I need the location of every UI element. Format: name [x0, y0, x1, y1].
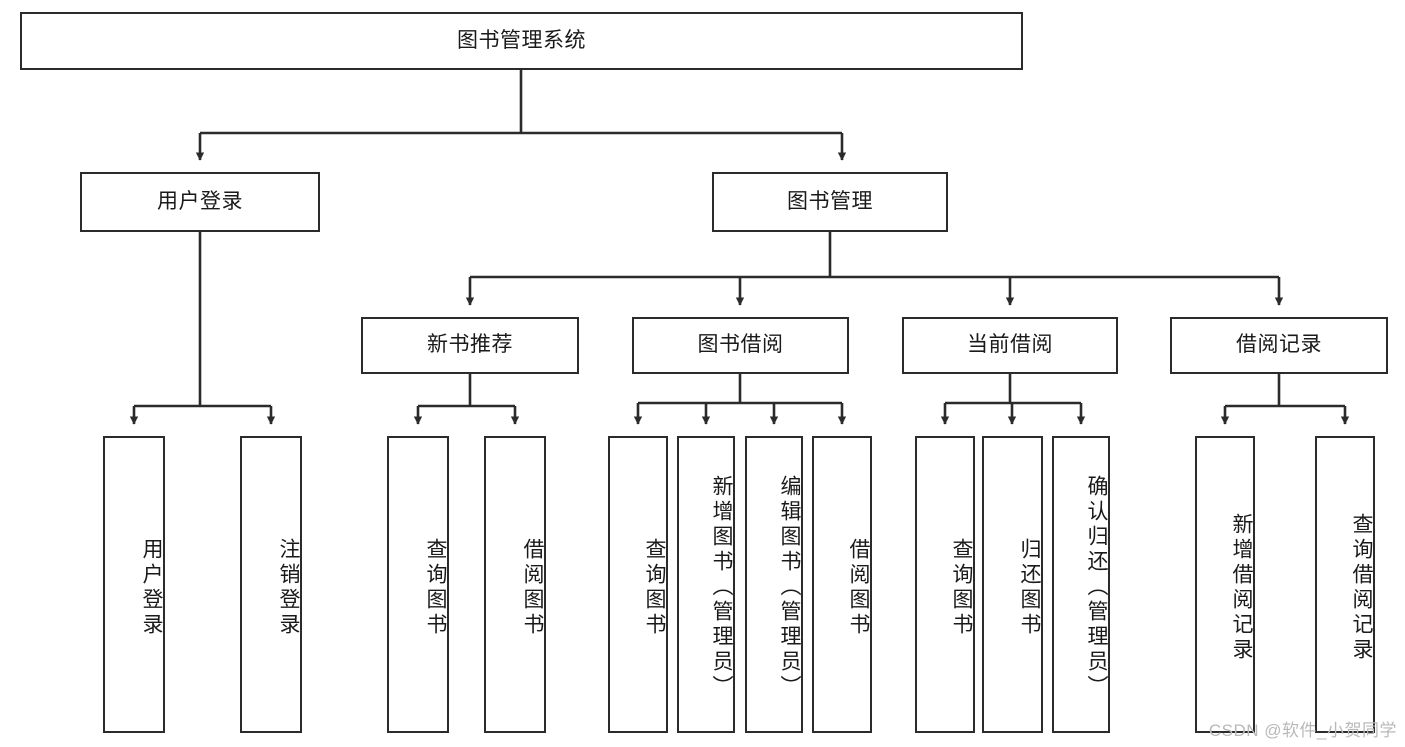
- node-book-borrowing[interactable]: 图书借阅: [632, 317, 849, 374]
- node-label: 归还图书: [1018, 537, 1041, 638]
- node-label: 用户登录: [157, 189, 243, 213]
- node-label: 新增图书（管理员）: [710, 475, 733, 700]
- edge-root-user-login: [200, 70, 842, 160]
- node-label: 查询图书: [950, 537, 973, 638]
- leaf-borrow-book-2[interactable]: 借阅图书: [812, 436, 872, 733]
- leaf-query-borrow-record[interactable]: 查询借阅记录: [1315, 436, 1375, 733]
- edge-newbook-leaf1: [418, 374, 515, 424]
- node-label: 查询借阅记录: [1350, 512, 1373, 663]
- leaf-confirm-return-admin[interactable]: 确认归还（管理员）: [1052, 436, 1110, 733]
- node-label: 查询图书: [424, 537, 447, 638]
- node-label: 借阅记录: [1236, 333, 1322, 357]
- edge-userlogin-leaf1: [134, 232, 271, 424]
- node-current-borrowing[interactable]: 当前借阅: [902, 317, 1118, 374]
- edge-currentborrow-leaf1: [945, 374, 1081, 424]
- node-user-login[interactable]: 用户登录: [80, 172, 320, 232]
- node-label: 图书管理系统: [457, 28, 586, 52]
- leaf-query-book-2[interactable]: 查询图书: [608, 436, 668, 733]
- leaf-user-login[interactable]: 用户登录: [103, 436, 165, 733]
- node-book-management[interactable]: 图书管理: [712, 172, 948, 232]
- node-label: 图书管理: [787, 189, 873, 213]
- leaf-return-book[interactable]: 归还图书: [982, 436, 1043, 733]
- leaf-edit-book-admin[interactable]: 编辑图书（管理员）: [745, 436, 803, 733]
- node-root-system[interactable]: 图书管理系统: [20, 12, 1023, 70]
- node-label: 借阅图书: [847, 537, 870, 638]
- node-label: 借阅图书: [521, 537, 544, 638]
- node-label: 新增借阅记录: [1230, 512, 1253, 663]
- edge-bookmanage-newbook: [470, 232, 1279, 305]
- leaf-add-borrow-record[interactable]: 新增借阅记录: [1195, 436, 1255, 733]
- edge-bookborrow-leaf1: [638, 374, 842, 424]
- leaf-query-book-3[interactable]: 查询图书: [915, 436, 975, 733]
- leaf-add-book-admin[interactable]: 新增图书（管理员）: [677, 436, 735, 733]
- node-label: 编辑图书（管理员）: [778, 475, 801, 700]
- watermark: CSDN @软件_小贺同学: [1208, 721, 1397, 740]
- node-label: 新书推荐: [427, 333, 513, 357]
- node-label: 图书借阅: [697, 333, 784, 357]
- node-label: 用户登录: [140, 537, 163, 638]
- leaf-borrow-book-1[interactable]: 借阅图书: [484, 436, 546, 733]
- leaf-query-book-1[interactable]: 查询图书: [387, 436, 449, 733]
- node-label: 查询图书: [643, 537, 666, 638]
- edge-borrowrecord-leaf1: [1225, 374, 1345, 424]
- node-borrowing-record[interactable]: 借阅记录: [1170, 317, 1388, 374]
- node-new-book-recommendation[interactable]: 新书推荐: [361, 317, 579, 374]
- node-label: 当前借阅: [967, 333, 1053, 357]
- node-label: 注销登录: [277, 537, 300, 638]
- leaf-logout[interactable]: 注销登录: [240, 436, 302, 733]
- node-label: 确认归还（管理员）: [1085, 475, 1108, 700]
